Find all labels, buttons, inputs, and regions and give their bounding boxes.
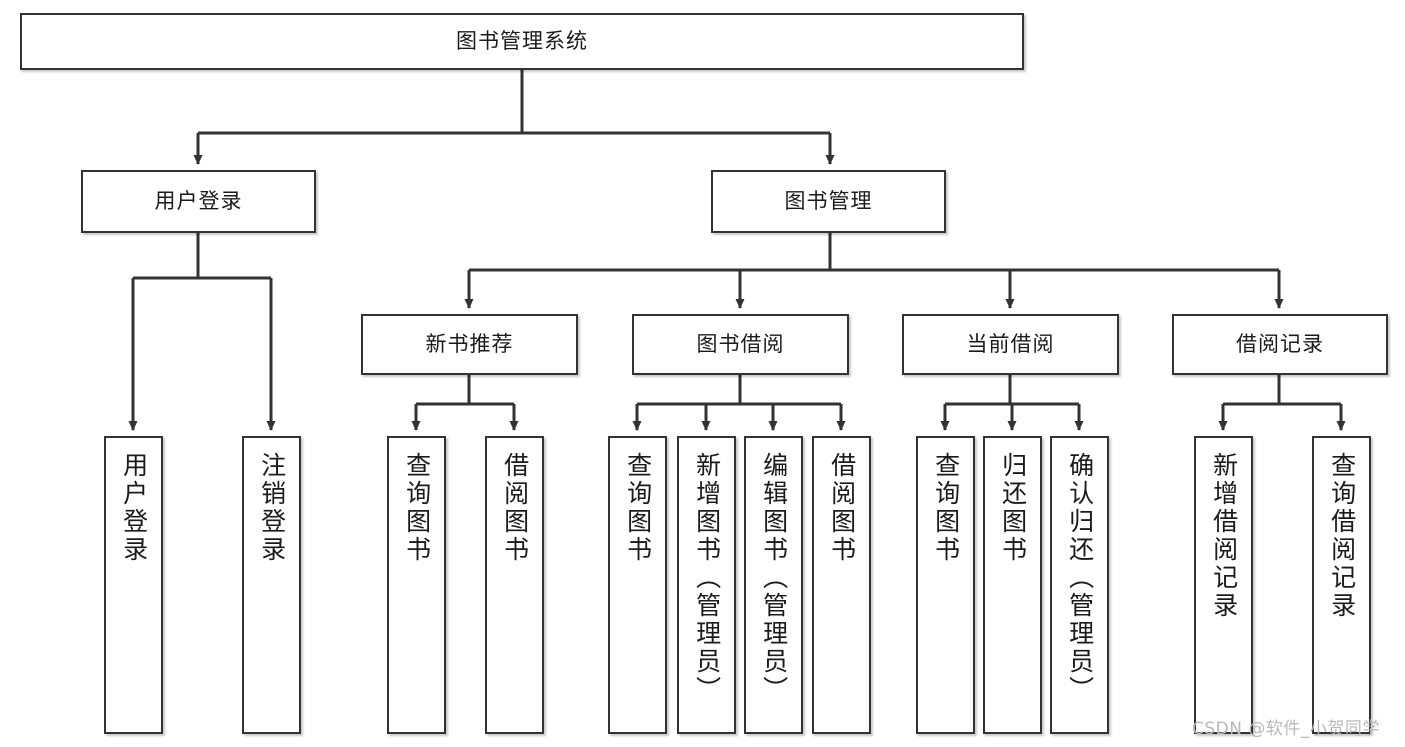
leaf-add-book[interactable]: 新增图书（管理员）: [677, 436, 736, 734]
watermark: CSDN @软件_小贺同学: [1192, 719, 1380, 739]
node-user-login[interactable]: 用户登录: [81, 170, 316, 233]
leaf-logout[interactable]: 注销登录: [242, 436, 301, 734]
leaf-confirm-return-label: 确认归还（管理员）: [1065, 452, 1095, 704]
node-book-borrow[interactable]: 图书借阅: [632, 314, 849, 375]
leaf-query-book-2-label: 查询图书: [623, 452, 653, 564]
leaf-add-book-label: 新增图书（管理员）: [692, 452, 722, 704]
leaf-user-login[interactable]: 用户登录: [104, 436, 163, 734]
leaf-borrow-book-2-label: 借阅图书: [827, 452, 857, 564]
node-borrow-record-label: 借阅记录: [1236, 331, 1324, 356]
leaf-edit-book-label: 编辑图书（管理员）: [759, 452, 789, 704]
leaf-borrow-book-2[interactable]: 借阅图书: [812, 436, 871, 734]
leaf-query-book-2[interactable]: 查询图书: [608, 436, 667, 734]
node-borrow-record[interactable]: 借阅记录: [1172, 314, 1388, 375]
leaf-query-record-label: 查询借阅记录: [1327, 452, 1357, 620]
leaf-return-book[interactable]: 归还图书: [983, 436, 1042, 734]
leaf-edit-book[interactable]: 编辑图书（管理员）: [744, 436, 803, 734]
leaf-return-book-label: 归还图书: [998, 452, 1028, 564]
leaf-borrow-book-1-label: 借阅图书: [500, 452, 530, 564]
node-book-borrow-label: 图书借阅: [696, 331, 785, 356]
node-book-manage[interactable]: 图书管理: [711, 170, 946, 233]
leaf-query-book-1[interactable]: 查询图书: [387, 436, 446, 734]
leaf-logout-label: 注销登录: [257, 452, 287, 564]
node-root-label: 图书管理系统: [456, 28, 588, 53]
node-user-login-label: 用户登录: [154, 188, 243, 213]
leaf-query-record[interactable]: 查询借阅记录: [1312, 436, 1371, 734]
leaf-query-book-3-label: 查询图书: [931, 452, 961, 564]
leaf-add-record-label: 新增借阅记录: [1209, 452, 1239, 620]
leaf-borrow-book-1[interactable]: 借阅图书: [485, 436, 544, 734]
leaf-confirm-return[interactable]: 确认归还（管理员）: [1050, 436, 1109, 734]
node-root[interactable]: 图书管理系统: [20, 13, 1024, 70]
leaf-user-login-label: 用户登录: [119, 452, 149, 564]
node-current-borrow[interactable]: 当前借阅: [902, 314, 1119, 375]
node-new-book-recommend[interactable]: 新书推荐: [361, 314, 578, 375]
leaf-add-record[interactable]: 新增借阅记录: [1194, 436, 1253, 734]
node-book-manage-label: 图书管理: [784, 188, 873, 213]
leaf-query-book-1-label: 查询图书: [402, 452, 432, 564]
node-current-borrow-label: 当前借阅: [966, 331, 1055, 356]
node-new-book-recommend-label: 新书推荐: [425, 331, 514, 356]
leaf-query-book-3[interactable]: 查询图书: [916, 436, 975, 734]
